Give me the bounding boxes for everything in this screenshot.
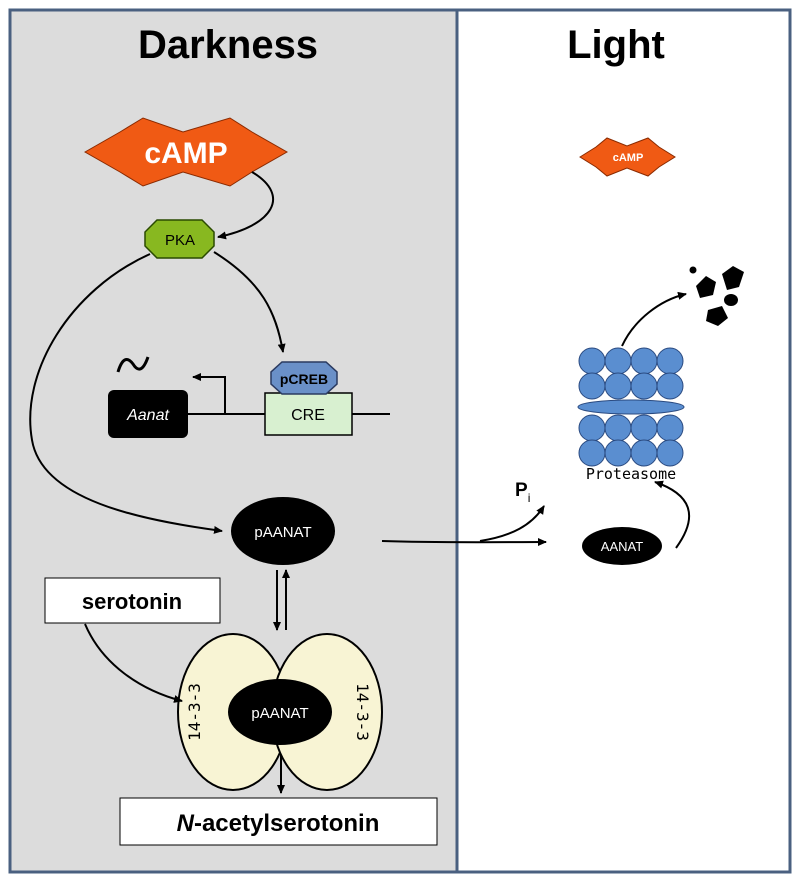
- arrow-pi-release: [479, 505, 545, 542]
- pcreb-label: pCREB: [280, 371, 328, 387]
- n-acetylserotonin-box: [119, 797, 438, 846]
- proteasome-label: Proteasome: [586, 465, 676, 483]
- camp-light-label: cAMP: [613, 152, 644, 164]
- pi-label: Pi: [515, 480, 530, 505]
- aanat-gene-box: [108, 390, 188, 438]
- n-acetylserotonin-prefix: N: [177, 810, 195, 837]
- protein-14-3-3-right-label: 14-3-3: [353, 683, 372, 741]
- camp-light-shape: [579, 137, 676, 177]
- arrow-aanat-to-proteasome: [654, 480, 691, 549]
- camp-dark-shape: [83, 117, 289, 187]
- protein-14-3-3-left-label: 14-3-3: [185, 683, 204, 741]
- serotonin-label: serotonin: [82, 589, 182, 614]
- aanat-gene-label: Aanat: [126, 407, 169, 424]
- pi-main: P: [515, 480, 528, 501]
- arrow-degradation: [621, 291, 687, 347]
- cre-label: CRE: [291, 407, 325, 424]
- pcreb-shape: [270, 361, 338, 395]
- arrow-serotonin-to-complex: [84, 623, 183, 703]
- serotonin-box: [44, 577, 221, 624]
- darkness-title: Darkness: [138, 23, 318, 67]
- aanat-shape: [582, 527, 662, 565]
- paanat-shape: [231, 497, 335, 565]
- aanat-label: AANAT: [601, 539, 643, 554]
- paanat-label: pAANAT: [254, 524, 311, 541]
- pka-shape: [144, 219, 215, 259]
- mrna-wave-icon: [116, 356, 150, 373]
- proteasome-icon: [577, 347, 685, 467]
- arrow-camp-to-pka: [217, 171, 274, 240]
- degraded-fragments-icon: [689, 266, 744, 326]
- arrow-pka-to-paanat: [29, 253, 223, 534]
- n-acetylserotonin-label: N-acetylserotonin: [177, 810, 380, 837]
- arrow-pka-to-pcreb: [213, 251, 286, 353]
- transcription-start-arrow: [192, 373, 226, 414]
- paanat-complex-label: pAANAT: [251, 705, 308, 722]
- light-title: Light: [567, 23, 665, 67]
- pi-subscript: i: [528, 491, 531, 505]
- n-acetylserotonin-rest: -acetylserotonin: [194, 810, 379, 837]
- paanat-complex-shape: [228, 679, 332, 745]
- arrow-paanat-to-aanat: [381, 538, 547, 547]
- camp-dark-label: cAMP: [144, 137, 227, 170]
- pka-label: PKA: [165, 232, 195, 249]
